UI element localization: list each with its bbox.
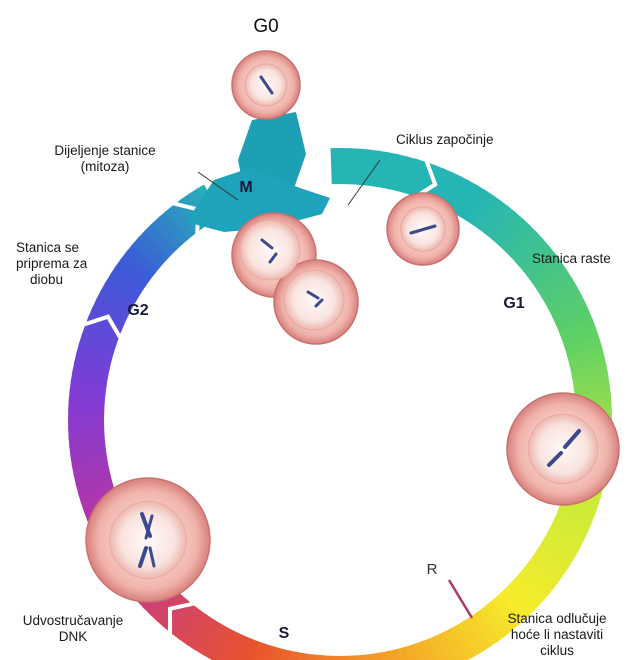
- dna-label-line2: DNK: [8, 629, 138, 645]
- prepares-label-line1: Stanica se: [16, 240, 87, 256]
- decides-label: Stanica odlučuje hoće li nastaviti ciklu…: [482, 611, 632, 660]
- mitosis-label-line1: Dijeljenje stanice: [30, 143, 180, 159]
- decides-label-line2: hoće li nastaviti: [482, 627, 632, 643]
- phase-s-label: S: [279, 625, 290, 642]
- dna-label-line1: Udvostručavanje: [8, 613, 138, 629]
- s-phase-cell: [86, 478, 210, 602]
- prepares-label: Stanica se priprema za diobu: [16, 240, 87, 288]
- prepares-label-line2: priprema za: [16, 256, 87, 272]
- phase-g1-label: G1: [503, 295, 524, 312]
- mitosis-label-line2: (mitoza): [30, 159, 180, 175]
- g1-late-cell: [507, 393, 619, 505]
- cycle-start-label: Ciklus započinje: [396, 132, 494, 148]
- g0-title: G0: [253, 16, 278, 37]
- g0-cell: [232, 51, 300, 119]
- dividing-cell: [232, 213, 358, 344]
- prepares-label-line3: diobu: [16, 272, 87, 288]
- cell-grows-label: Stanica raste: [532, 251, 611, 267]
- restriction-point-line: [449, 580, 472, 618]
- g1-early-cell: [387, 193, 459, 265]
- phase-g2-label: G2: [127, 302, 148, 319]
- mitosis-label: Dijeljenje stanice (mitoza): [30, 143, 180, 175]
- restriction-point-label: R: [427, 561, 438, 578]
- decides-label-line3: ciklus: [482, 643, 632, 659]
- phase-m-label: M: [239, 179, 252, 196]
- dna-label: Udvostručavanje DNK: [8, 613, 138, 645]
- decides-label-line1: Stanica odlučuje: [482, 611, 632, 627]
